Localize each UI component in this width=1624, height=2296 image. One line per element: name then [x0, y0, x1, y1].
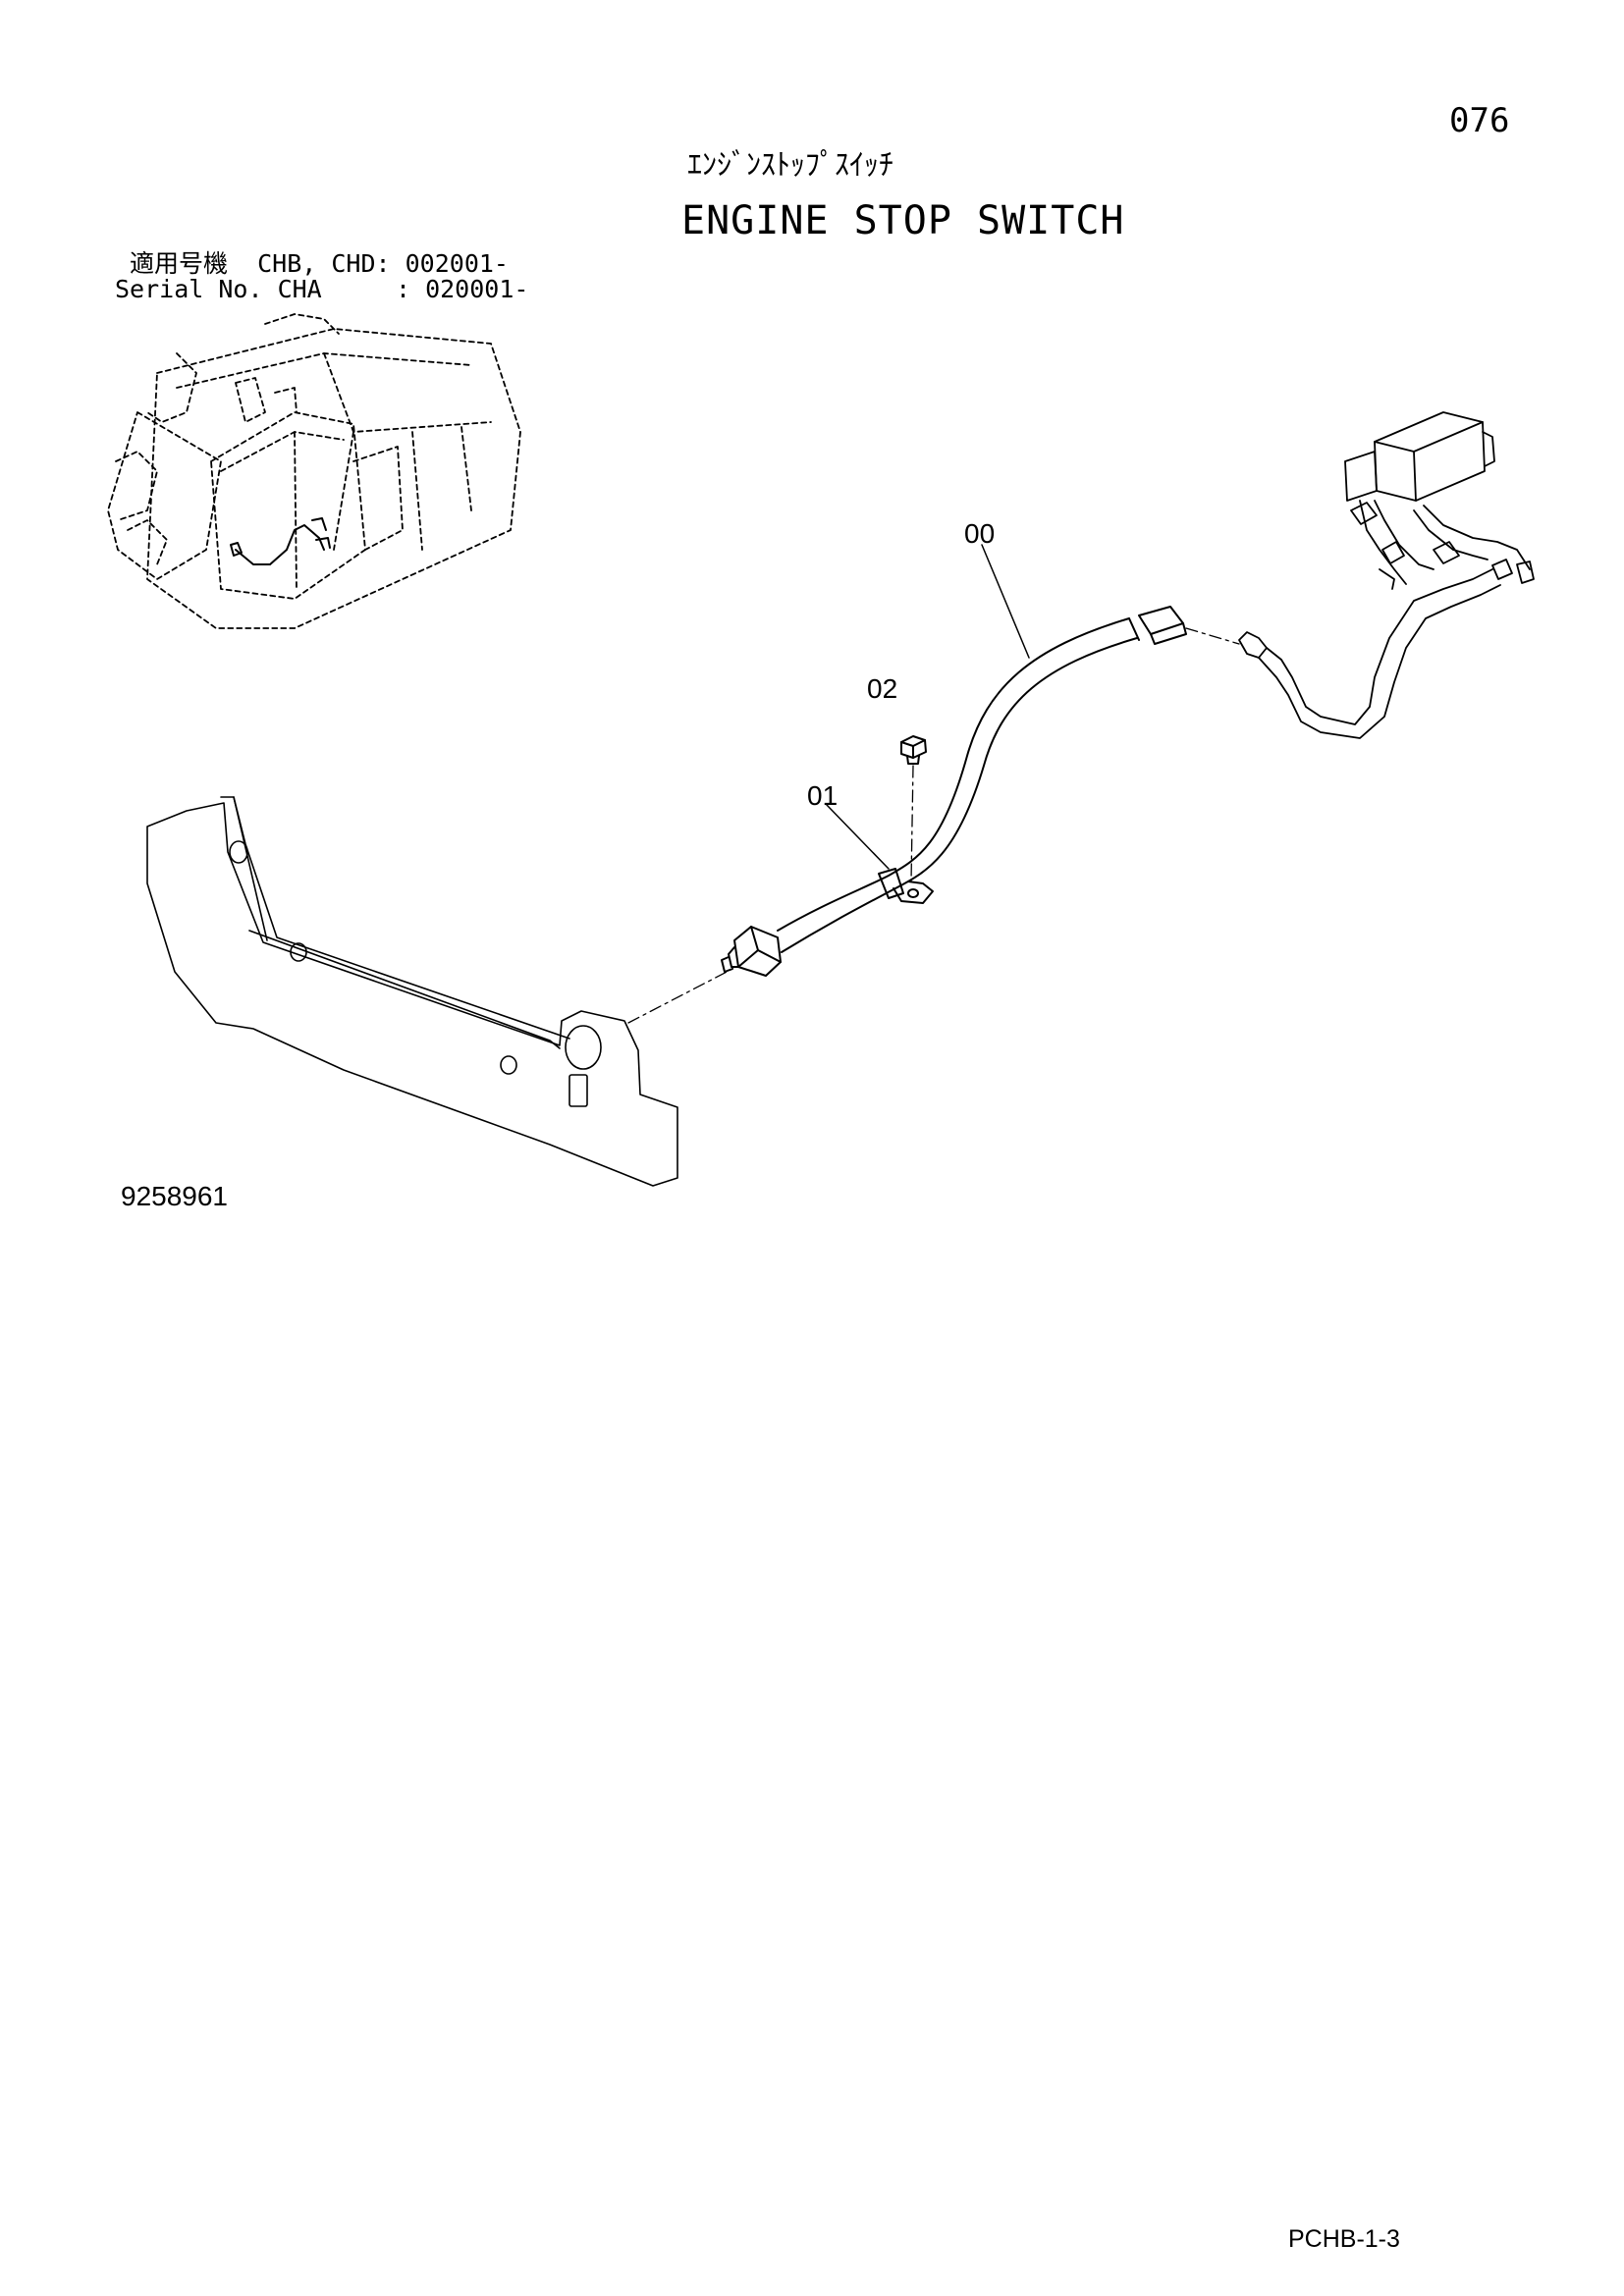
- page-title-japanese: ｴﾝｼﾞﾝｽﾄｯﾌﾟｽｲｯﾁ: [687, 148, 893, 183]
- document-code: PCHB-1-3: [1288, 2225, 1400, 2253]
- drawing-number: 9258961: [121, 1181, 229, 1211]
- main-harness: [1238, 411, 1535, 739]
- callout-00-leader: [981, 544, 1030, 659]
- bolt-02: [900, 735, 927, 765]
- page-title: ENGINE STOP SWITCH: [681, 198, 1125, 243]
- inset-harness-highlight: [230, 517, 331, 565]
- mounting-panel: [146, 796, 678, 1187]
- callout-01: 01: [807, 780, 839, 811]
- serial-applicability-line-1: 適用号機 CHB, CHD: 002001-: [130, 249, 509, 278]
- callout-01-leader: [826, 804, 890, 870]
- switch-leader-line: [627, 967, 735, 1024]
- page-number: 076: [1449, 101, 1510, 140]
- bolt-leader-line: [910, 765, 914, 882]
- serial-applicability-line-2: Serial No. CHA : 020001-: [115, 275, 529, 303]
- callout-00: 00: [964, 518, 996, 549]
- connector-leader-line: [1185, 627, 1240, 645]
- engine-stop-switch: [721, 926, 782, 977]
- excavator-overview-inset: [107, 313, 521, 629]
- harness-00: [777, 606, 1187, 953]
- callout-02: 02: [867, 673, 898, 704]
